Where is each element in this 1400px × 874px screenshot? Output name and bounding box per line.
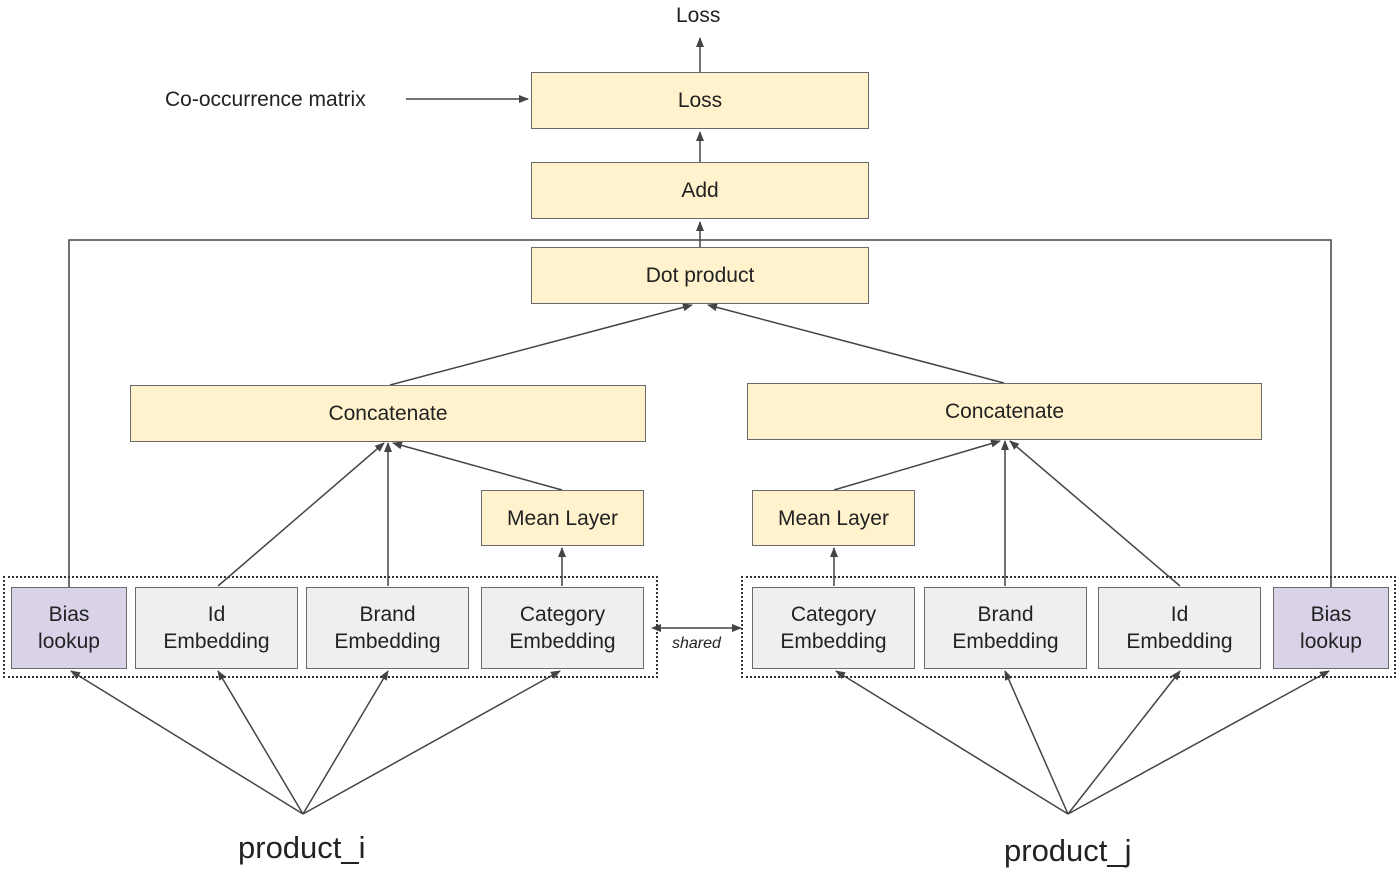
right-id-embedding-box: Id Embedding — [1098, 587, 1261, 669]
left-mean-layer-box: Mean Layer — [481, 490, 644, 546]
product-j-label: product_j — [1004, 833, 1132, 868]
right-brand-embedding-box: Brand Embedding — [924, 587, 1087, 669]
right-concatenate-box: Concatenate — [747, 383, 1262, 440]
left-bias-lookup-box: Bias lookup — [11, 587, 127, 669]
right-mean-layer-box: Mean Layer — [752, 490, 915, 546]
co-occurrence-matrix-label: Co-occurrence matrix — [165, 88, 366, 111]
right-category-embedding-box: Category Embedding — [752, 587, 915, 669]
output-loss-label: Loss — [676, 4, 721, 27]
right-bias-lookup-box: Bias lookup — [1273, 587, 1389, 669]
left-embedding-group — [3, 576, 658, 678]
right-embedding-group — [741, 576, 1396, 678]
product-i-label: product_i — [238, 830, 366, 865]
left-concatenate-box: Concatenate — [130, 385, 646, 442]
left-category-embedding-box: Category Embedding — [481, 587, 644, 669]
add-box: Add — [531, 162, 869, 219]
left-id-embedding-box: Id Embedding — [135, 587, 298, 669]
shared-label: shared — [672, 635, 721, 652]
left-brand-embedding-box: Brand Embedding — [306, 587, 469, 669]
dot-product-box: Dot product — [531, 247, 869, 304]
loss-box: Loss — [531, 72, 869, 129]
